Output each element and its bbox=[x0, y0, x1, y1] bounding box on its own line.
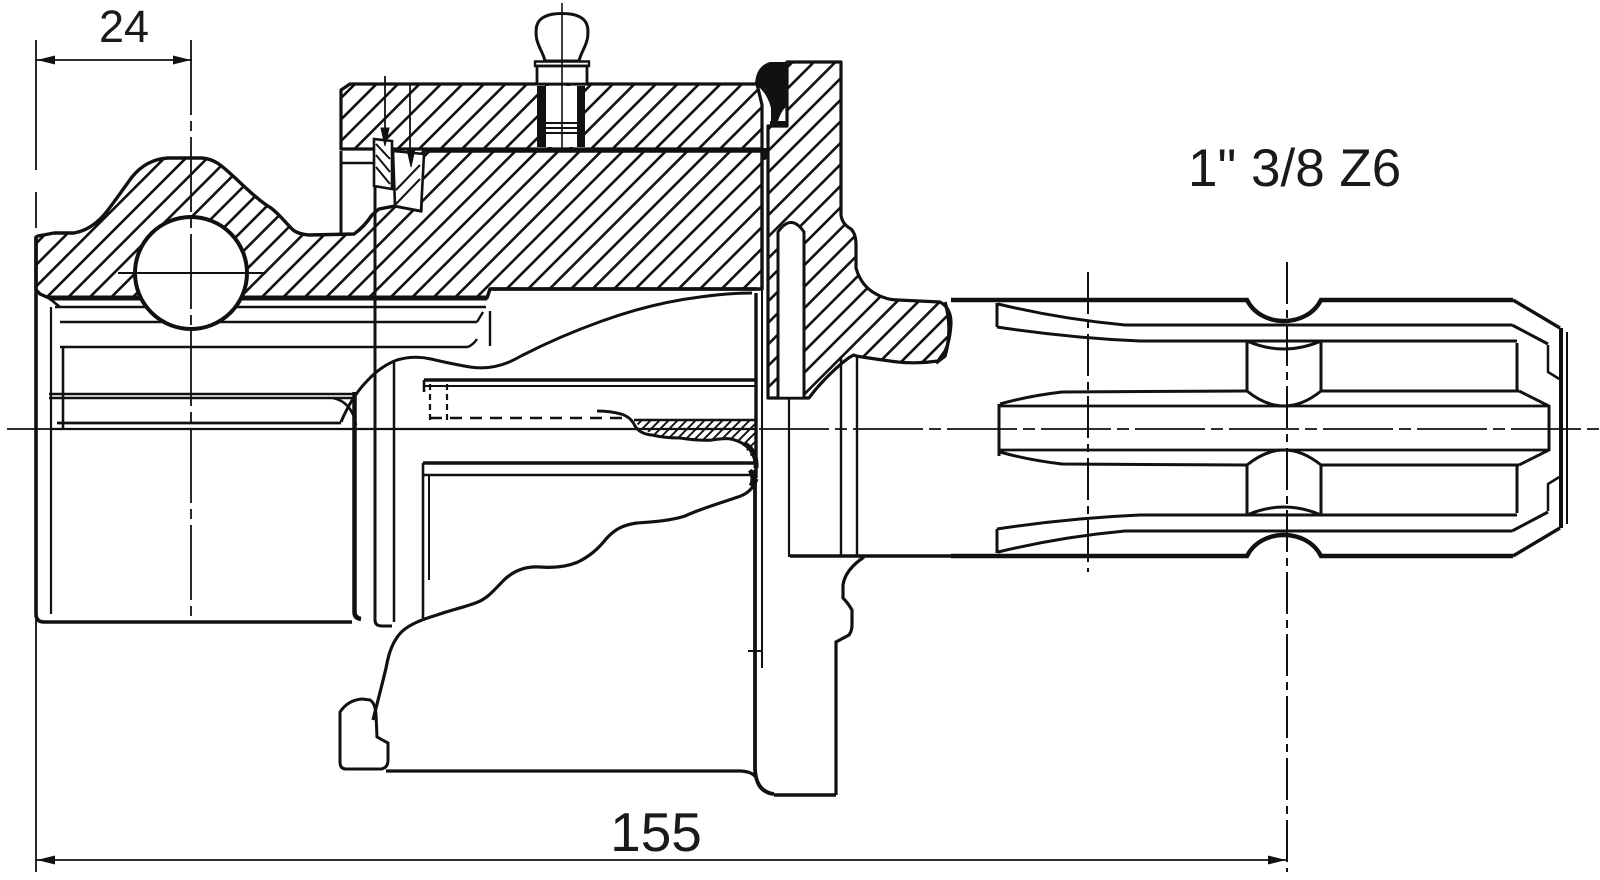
svg-text:155: 155 bbox=[610, 801, 702, 863]
svg-text:1" 3/8 Z6: 1" 3/8 Z6 bbox=[1188, 139, 1401, 198]
svg-text:24: 24 bbox=[99, 1, 149, 52]
